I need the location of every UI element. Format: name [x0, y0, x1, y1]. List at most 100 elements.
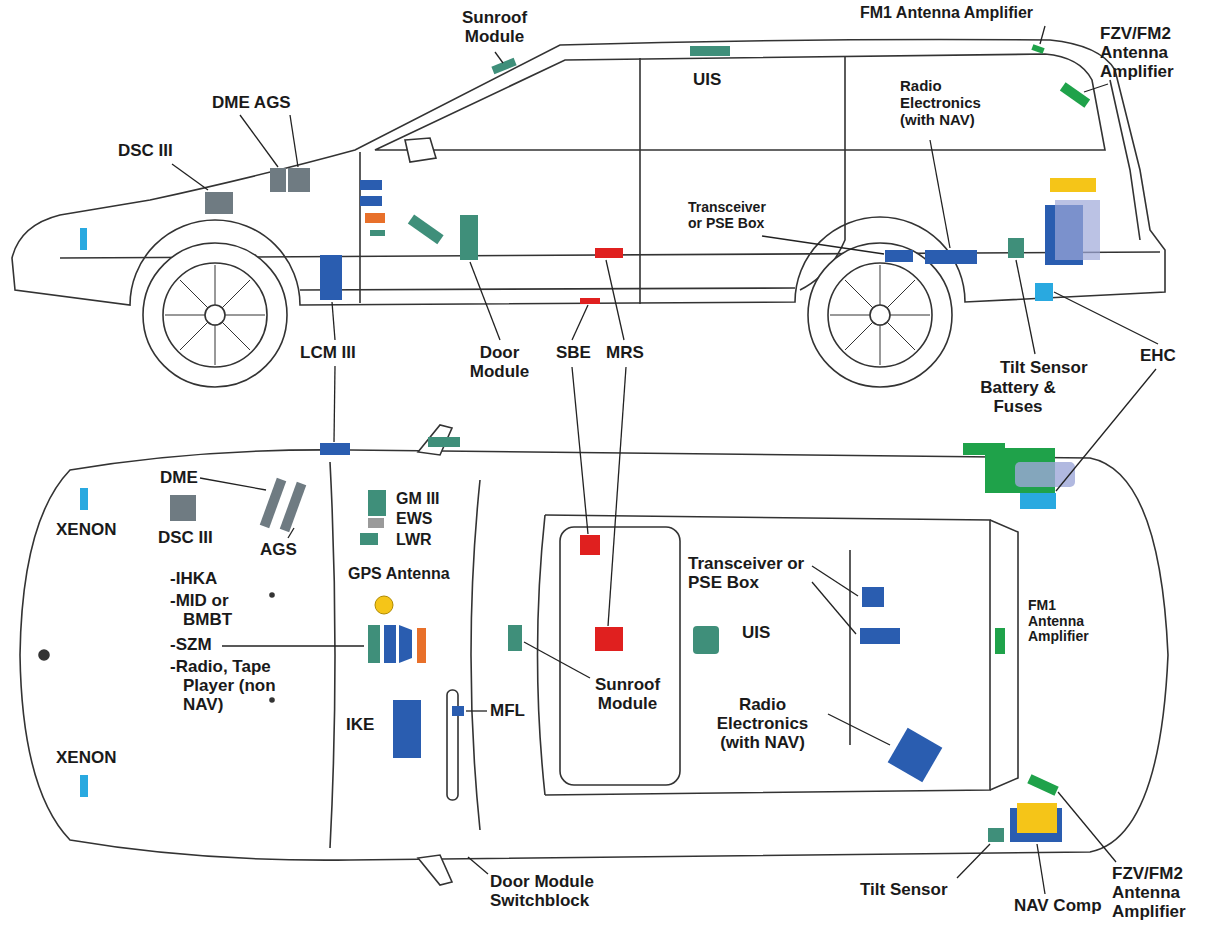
door-line — [359, 152, 361, 303]
part-label: LCM III — [300, 343, 356, 362]
part-label: Radio Electronics (with NAV) — [700, 695, 825, 752]
module — [384, 625, 396, 663]
module — [320, 255, 342, 300]
module — [205, 192, 233, 214]
wheel-rim — [163, 263, 267, 367]
module — [368, 490, 386, 516]
part-label: Transceiver or PSE Box — [688, 200, 783, 231]
part-label: EWS — [396, 510, 432, 528]
rear-window — [990, 520, 1018, 790]
part-label: UIS — [693, 70, 721, 89]
part-label: DSC III — [118, 141, 173, 160]
mirror — [405, 138, 436, 162]
wheel-rim — [828, 263, 932, 367]
leader-line — [200, 478, 266, 490]
module — [393, 700, 421, 758]
leader-line — [524, 642, 590, 678]
part-label: MRS — [606, 343, 644, 362]
leader-line — [290, 115, 298, 167]
module — [365, 213, 385, 223]
module — [417, 628, 426, 663]
part-label: -Radio, Tape Player (non NAV) — [170, 657, 278, 714]
module — [885, 250, 913, 262]
part-label: EHC — [1140, 346, 1176, 365]
top-modules — [80, 437, 1075, 842]
part-label: Transceiver or PSE Box — [688, 554, 808, 592]
module — [1035, 283, 1053, 301]
leader-line — [334, 366, 335, 442]
leader-line — [812, 582, 856, 634]
part-label: Tilt Sensor — [1000, 358, 1088, 377]
module — [690, 46, 730, 56]
module — [260, 478, 286, 528]
leader-line — [930, 140, 950, 248]
leader-line — [608, 367, 626, 626]
module — [1015, 462, 1075, 487]
module — [370, 230, 385, 236]
wheel-spokes — [165, 265, 265, 365]
module — [360, 180, 382, 190]
roof-front — [538, 515, 546, 795]
module — [408, 215, 444, 245]
part-label: GPS Antenna — [348, 565, 450, 583]
module — [862, 587, 884, 607]
body-crease — [300, 288, 795, 290]
emblem — [39, 650, 49, 660]
module — [693, 626, 719, 654]
roof-outline — [545, 515, 990, 795]
leader-line — [288, 528, 294, 538]
wiper-pivot — [270, 593, 274, 597]
module — [270, 168, 286, 192]
b-pillar — [639, 58, 641, 150]
module — [595, 627, 623, 651]
door-line — [639, 150, 641, 304]
leader-line — [812, 566, 858, 596]
part-label: LWR — [396, 531, 432, 549]
leader-line — [1016, 260, 1035, 354]
module — [460, 215, 478, 260]
gps-antenna — [375, 596, 393, 614]
part-label: XENON — [56, 520, 116, 539]
module — [320, 443, 350, 455]
part-label: Door Module Switchblock — [490, 872, 615, 910]
module — [288, 168, 310, 192]
side-greenhouse — [375, 54, 1105, 150]
module — [399, 625, 412, 663]
part-label: SBE — [556, 343, 591, 362]
module — [1020, 493, 1056, 509]
wheel — [808, 243, 952, 387]
part-label: Door Module — [462, 343, 537, 381]
module — [995, 628, 1005, 654]
part-label: -MID or BMBT — [170, 591, 262, 629]
leader-line — [495, 52, 503, 63]
part-label: -SZM — [170, 635, 212, 654]
top-view — [20, 425, 1168, 885]
side-modules — [80, 44, 1100, 304]
part-label: FZV/FM2 Antenna Amplifier — [1100, 24, 1195, 81]
leader-line — [470, 262, 500, 340]
module — [452, 706, 464, 716]
module — [1055, 200, 1100, 260]
leader-line — [572, 305, 588, 340]
module — [1031, 44, 1044, 54]
leader-lines — [172, 26, 1158, 894]
leader-line — [957, 844, 990, 878]
part-label: NAV Comp — [1014, 896, 1102, 915]
module — [925, 250, 977, 264]
part-label: AGS — [260, 540, 297, 559]
cowl-line — [330, 462, 335, 848]
xenon-lamp — [80, 228, 87, 250]
wiper-pivot — [270, 698, 274, 702]
part-label: UIS — [742, 623, 770, 642]
part-label: Radio Electronics (with NAV) — [900, 78, 1012, 128]
windshield-base — [471, 480, 480, 830]
module — [1027, 774, 1058, 796]
module — [360, 196, 382, 206]
part-label: -IHKA — [170, 569, 217, 588]
part-label: MFL — [490, 701, 525, 720]
part-label: FM1 Antenna Amplifier — [1028, 598, 1108, 645]
module — [580, 298, 600, 304]
module — [595, 248, 623, 258]
leader-line — [606, 260, 624, 340]
